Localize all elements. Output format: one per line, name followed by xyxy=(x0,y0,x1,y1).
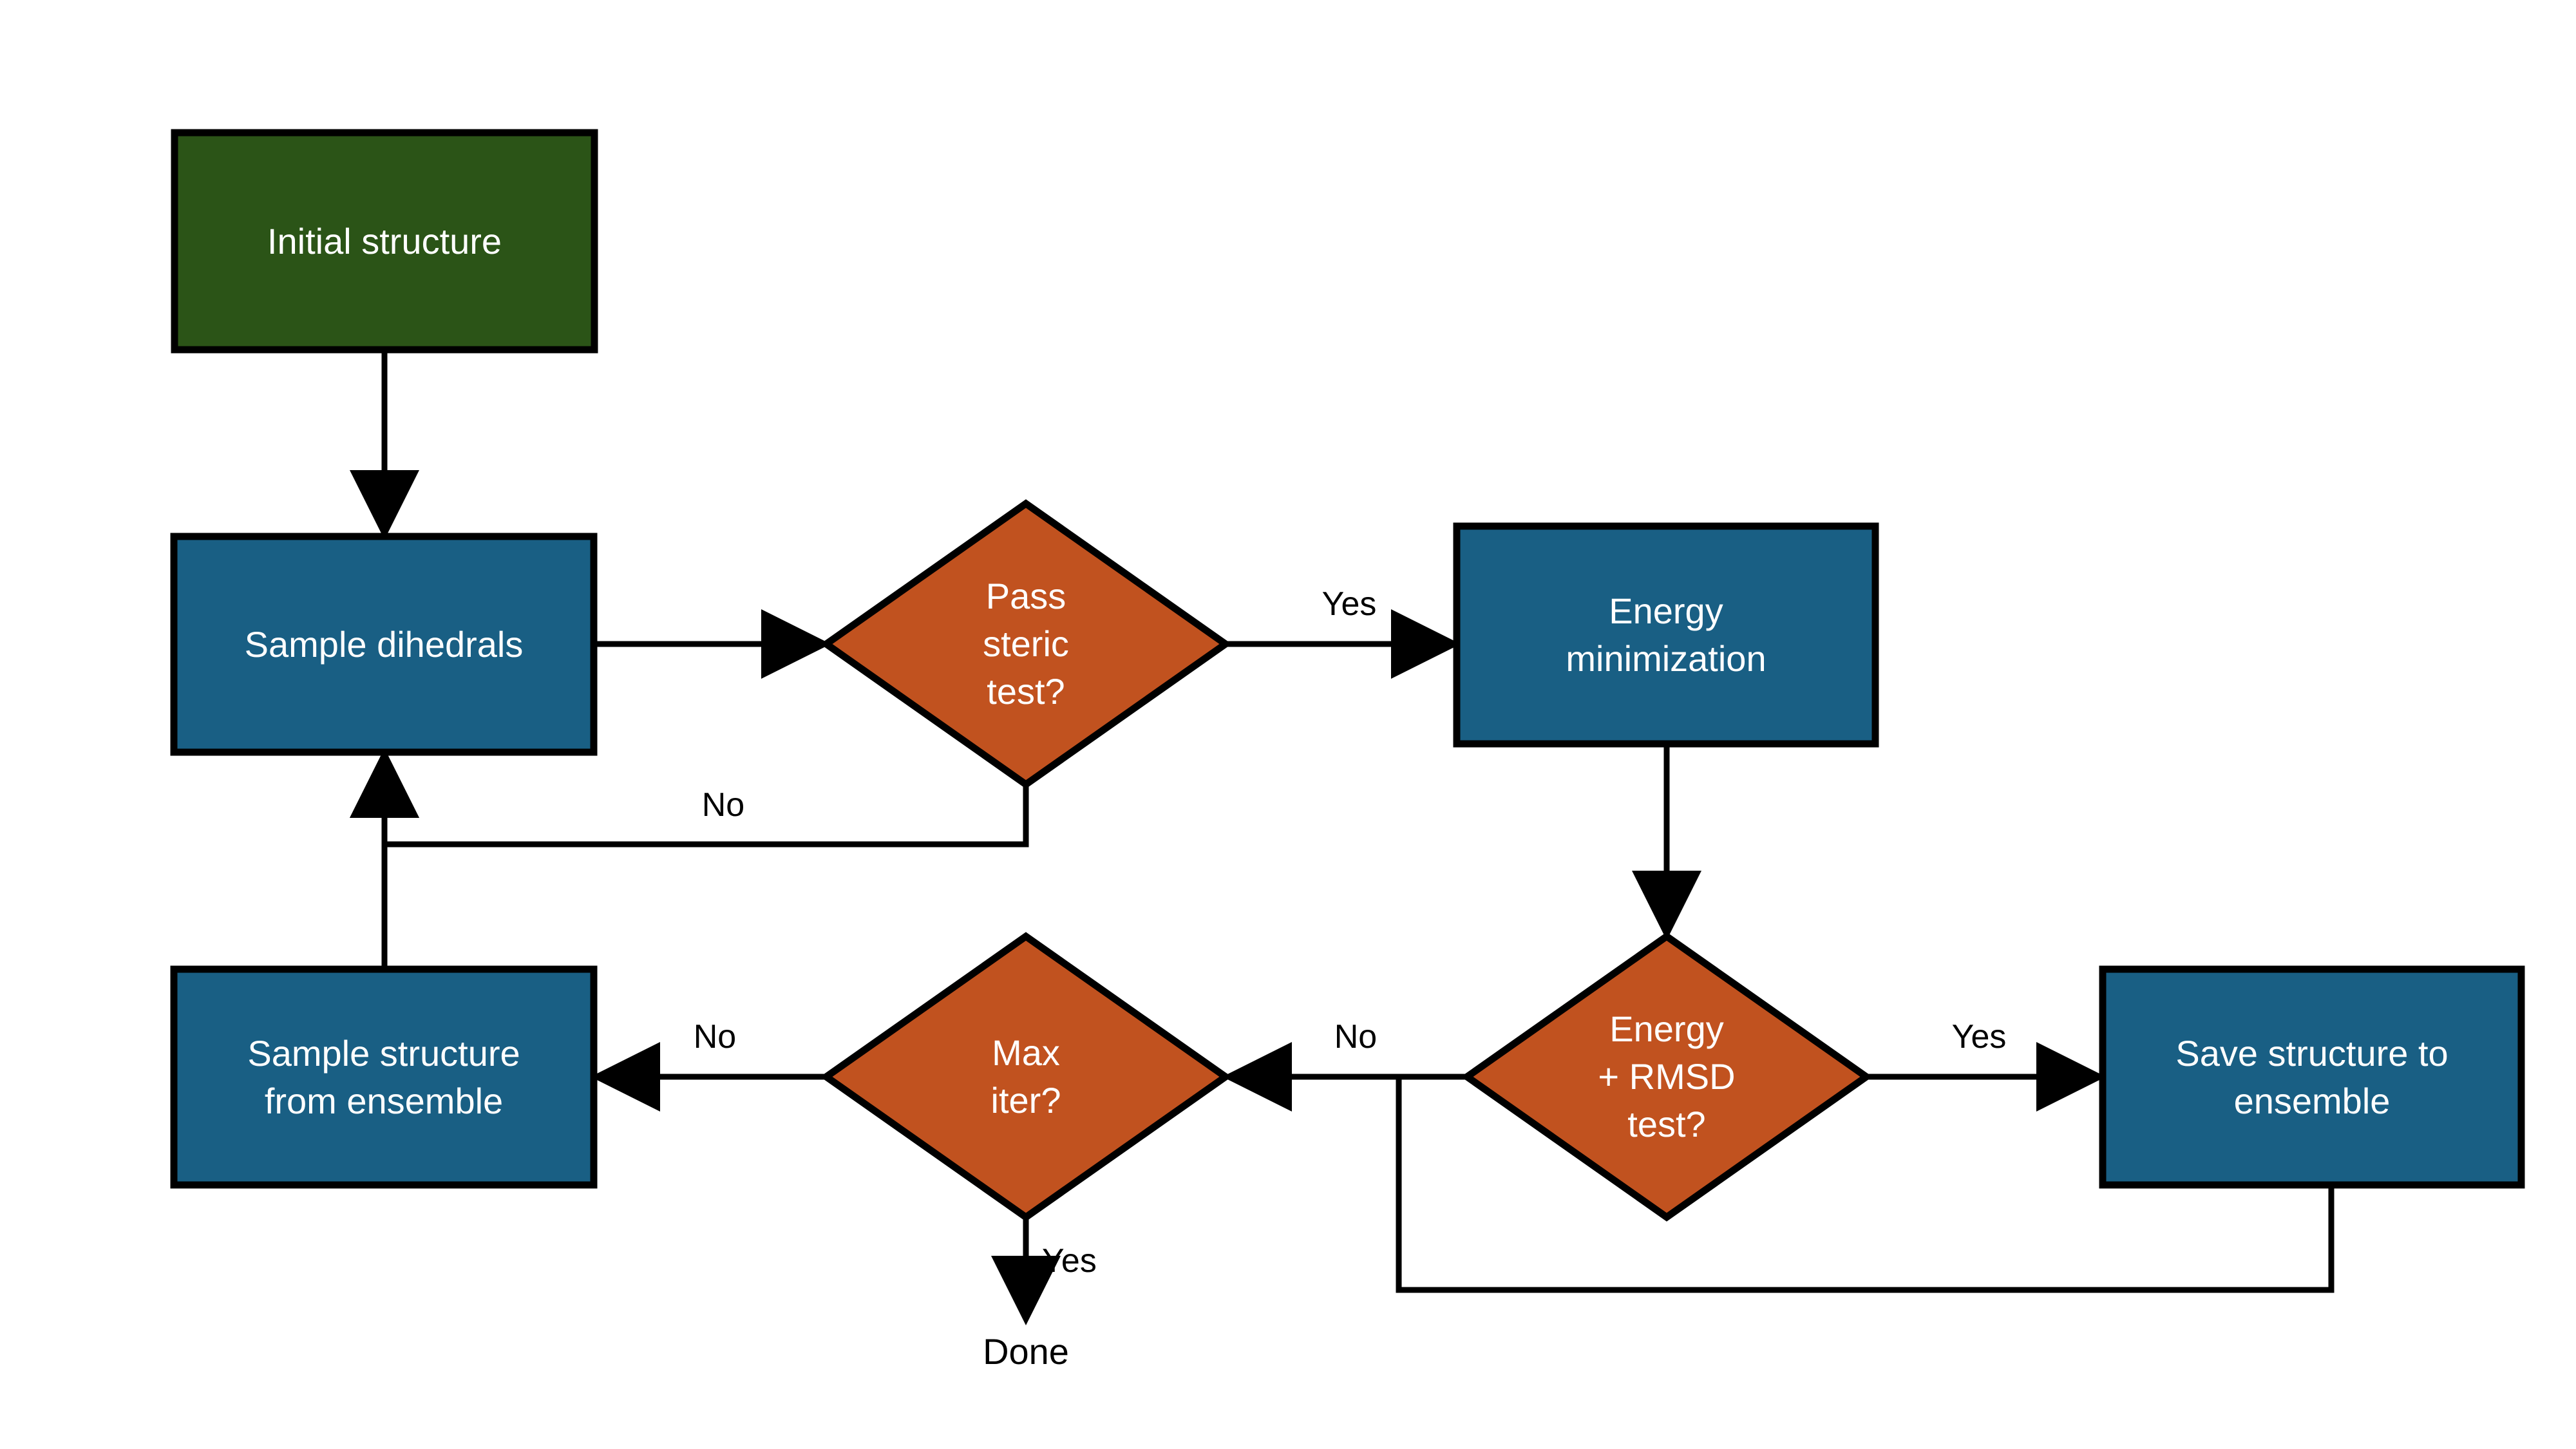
node-max-iter[interactable] xyxy=(820,932,1232,1222)
node-sample-structure-from-ensemble[interactable] xyxy=(170,965,598,1189)
terminal-label-done: Done xyxy=(983,1331,1069,1372)
node-energy-rmsd-test[interactable] xyxy=(1461,932,1873,1222)
edge-label-energy-rmsd-yes: Yes xyxy=(1951,1018,2007,1056)
edge-label-steric-no: No xyxy=(701,786,745,824)
edge-label-steric-yes: Yes xyxy=(1321,585,1377,623)
edge-save-to-max-iter-loop xyxy=(1396,1077,2334,1293)
node-initial-structure[interactable] xyxy=(171,129,598,354)
edge-label-max-iter-no: No xyxy=(693,1018,737,1056)
node-sample-dihedrals[interactable] xyxy=(170,533,598,756)
node-save-structure-to-ensemble[interactable] xyxy=(2099,965,2525,1189)
node-energy-minimization[interactable] xyxy=(1453,522,1879,748)
node-pass-steric-test[interactable] xyxy=(820,499,1232,789)
edge-label-energy-rmsd-no: No xyxy=(1334,1018,1378,1056)
edge-label-max-iter-yes: Yes xyxy=(1042,1242,1097,1280)
